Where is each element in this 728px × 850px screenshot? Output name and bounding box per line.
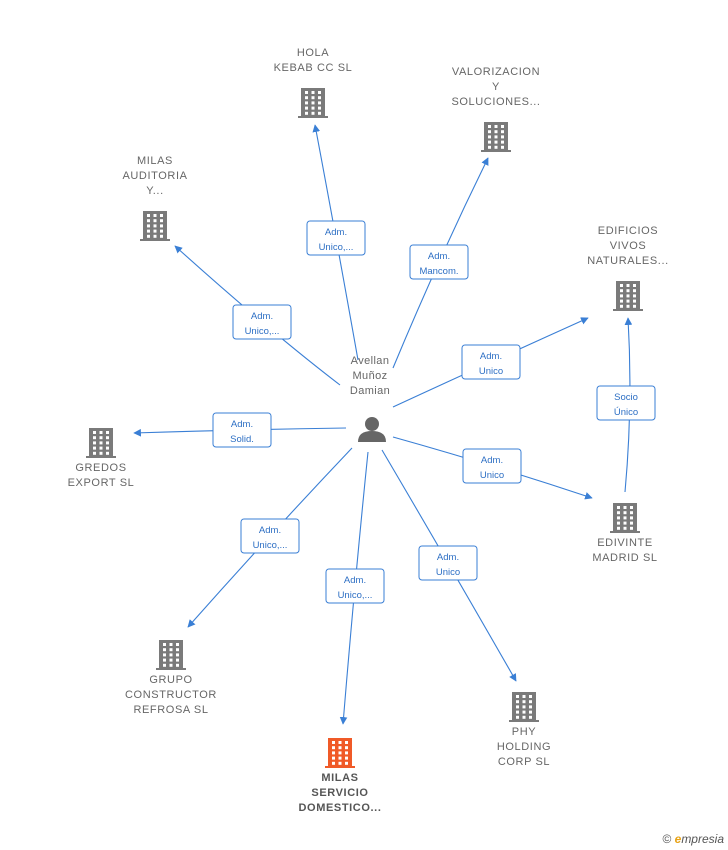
brand-name: mpresia <box>681 832 724 846</box>
company-name[interactable]: MILAS <box>321 772 358 784</box>
edge-label-text: Adm. <box>325 227 347 238</box>
company-node-valorizacion[interactable]: VALORIZACION Y SOLUCIONES... <box>451 66 540 152</box>
company-node-edivinte[interactable]: EDIVINTE MADRID SL <box>592 503 657 564</box>
edge-label-text: Adm. <box>344 575 366 586</box>
brand-initial: e <box>674 832 682 846</box>
building-icon[interactable] <box>140 211 170 241</box>
edge-label-text: Adm. <box>259 525 281 536</box>
company-node-phy[interactable]: PHY HOLDING CORP SL <box>497 692 551 768</box>
company-name[interactable]: MADRID SL <box>592 552 657 564</box>
edge-label-box <box>461 344 521 380</box>
company-node-gredos[interactable]: GREDOS EXPORT SL <box>68 428 135 489</box>
edge-label-text: Unico,... <box>245 326 280 337</box>
edge-label-valorizacion[interactable]: Adm. Mancom. <box>409 244 469 280</box>
company-node-edificios[interactable]: EDIFICIOS VIVOS NATURALES... <box>587 225 669 311</box>
building-icon[interactable] <box>298 88 328 118</box>
edge-label-text: Unico,... <box>319 242 354 253</box>
building-icon[interactable] <box>613 281 643 311</box>
edge-label-text: Solid. <box>230 434 254 445</box>
building-icon[interactable] <box>86 428 116 458</box>
building-icon[interactable] <box>509 692 539 722</box>
company-name[interactable]: EDIVINTE <box>597 537 653 549</box>
person-name[interactable]: Avellan <box>351 355 390 367</box>
company-name[interactable]: VIVOS <box>610 240 647 252</box>
edge-label-text: Adm. <box>428 251 450 262</box>
company-name[interactable]: Y... <box>146 185 164 197</box>
company-name[interactable]: EDIFICIOS <box>598 225 658 237</box>
edge-label-milas_servicio[interactable]: Adm. Unico,... <box>325 568 385 604</box>
edge-label-box <box>212 412 272 448</box>
edge-label-gredos[interactable]: Adm. Solid. <box>212 412 272 448</box>
company-name[interactable]: AUDITORIA <box>122 170 187 182</box>
edge-label-milas_auditoria[interactable]: Adm. Unico,... <box>232 304 292 340</box>
edge-label-box <box>325 568 385 604</box>
company-name[interactable]: REFROSA SL <box>133 704 208 716</box>
edge-label-text: Socio <box>614 392 638 403</box>
edge-label-text: Unico <box>480 470 504 481</box>
company-name[interactable]: MILAS <box>137 155 173 167</box>
edge-label-text: Adm. <box>480 351 502 362</box>
edge-label-box <box>306 220 366 256</box>
company-name[interactable]: Y <box>492 81 500 93</box>
footer-brand: © empresia <box>662 832 724 846</box>
company-node-grupo[interactable]: GRUPO CONSTRUCTOR REFROSA SL <box>125 640 217 716</box>
company-node-milas_servicio[interactable]: MILAS SERVICIO DOMESTICO... <box>299 738 382 814</box>
edge-label-text: Unico <box>436 567 460 578</box>
edge-label-edificios[interactable]: Adm. Unico <box>461 344 521 380</box>
edge-label-box <box>240 518 300 554</box>
building-icon[interactable] <box>156 640 186 670</box>
edge-label-text: Adm. <box>231 419 253 430</box>
company-name[interactable]: HOLA <box>297 47 329 59</box>
edge-label-text: Adm. <box>437 552 459 563</box>
company-name[interactable]: SOLUCIONES... <box>451 96 540 108</box>
edge-label-text: Adm. <box>481 455 503 466</box>
person-name[interactable]: Muñoz <box>352 370 387 382</box>
edge-label-text: Unico,... <box>253 540 288 551</box>
company-node-hola[interactable]: HOLA KEBAB CC SL <box>274 47 353 118</box>
person-name[interactable]: Damian <box>350 385 390 397</box>
edge-label-box <box>462 448 522 484</box>
company-name[interactable]: CORP SL <box>498 756 550 768</box>
edge-label-text: Unico <box>479 366 503 377</box>
edge-label-phy[interactable]: Adm. Unico <box>418 545 478 581</box>
building-icon[interactable] <box>325 738 355 768</box>
edge-label-box <box>409 244 469 280</box>
company-name[interactable]: HOLDING <box>497 741 551 753</box>
edge-label-grupo[interactable]: Adm. Unico,... <box>240 518 300 554</box>
person-icon[interactable] <box>358 417 386 442</box>
company-name[interactable]: PHY <box>512 726 536 738</box>
edge-label-hola[interactable]: Adm. Unico,... <box>306 220 366 256</box>
building-icon[interactable] <box>481 122 511 152</box>
edge-label-text: Único <box>614 407 638 418</box>
company-node-milas_auditoria[interactable]: MILAS AUDITORIA Y... <box>122 155 187 241</box>
company-name[interactable]: EXPORT SL <box>68 477 135 489</box>
edge-label-box <box>596 385 656 421</box>
edges-layer <box>133 124 633 725</box>
company-name[interactable]: GRUPO <box>149 674 192 686</box>
company-name[interactable]: DOMESTICO... <box>299 802 382 814</box>
company-name[interactable]: GREDOS <box>75 462 126 474</box>
company-name[interactable]: SERVICIO <box>311 787 368 799</box>
edge-label-box <box>232 304 292 340</box>
building-icon[interactable] <box>610 503 640 533</box>
edge-label-edivinte[interactable]: Adm. Unico <box>462 448 522 484</box>
copyright-symbol: © <box>662 832 672 846</box>
company-name[interactable]: KEBAB CC SL <box>274 62 353 74</box>
edge-label-box <box>418 545 478 581</box>
edge-label-text: Mancom. <box>419 266 458 277</box>
edge-label-text: Adm. <box>251 311 273 322</box>
company-name[interactable]: NATURALES... <box>587 255 669 267</box>
company-name[interactable]: CONSTRUCTOR <box>125 689 217 701</box>
edge-label-text: Unico,... <box>338 590 373 601</box>
company-name[interactable]: VALORIZACION <box>452 66 540 78</box>
nodes-layer: HOLA KEBAB CC SL VALORIZACION Y SOLUCIONES..… <box>68 47 669 814</box>
edge-labels-layer: Adm.Unico,...Adm.Mancom.Adm.Unico,...Adm… <box>212 220 656 604</box>
